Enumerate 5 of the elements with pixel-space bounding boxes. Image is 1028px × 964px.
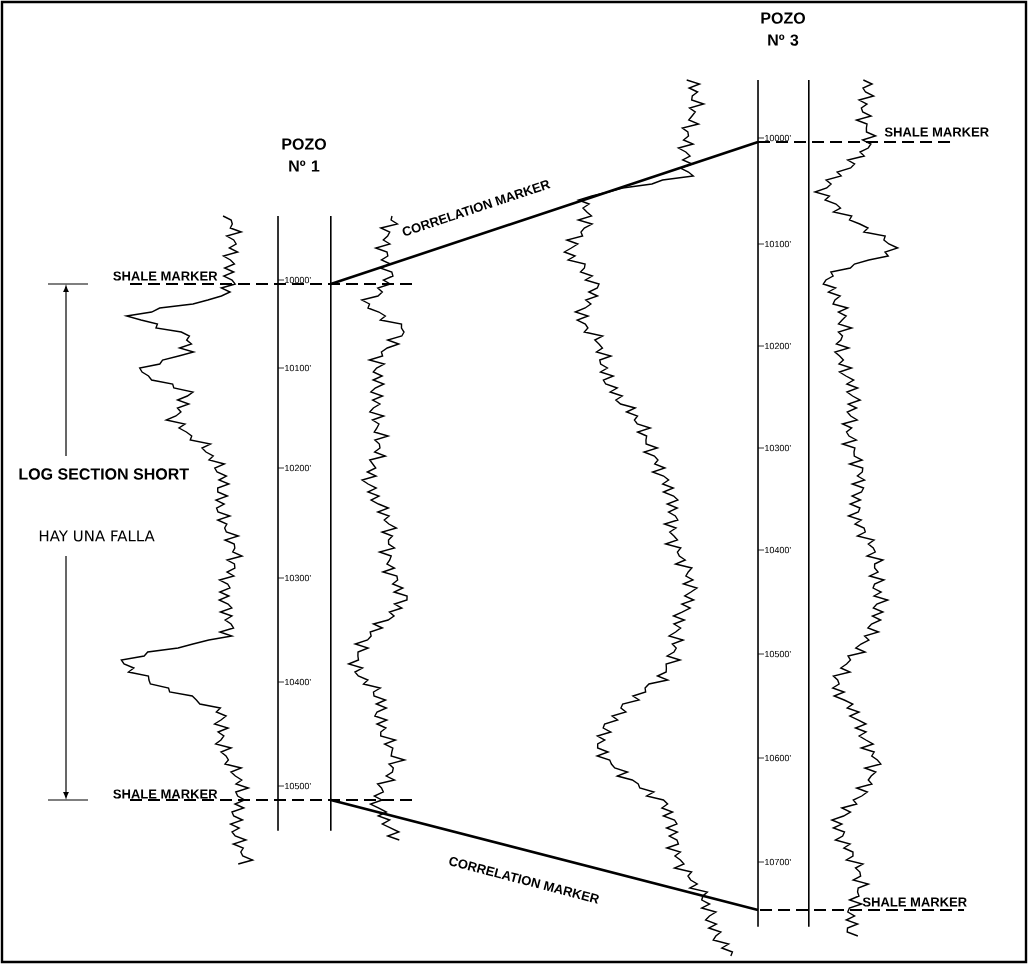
correlation-line: [330, 798, 759, 912]
correlation-line: [330, 140, 759, 286]
well-heading: POZO Nº 1: [282, 138, 326, 172]
section-label: LOG SECTION SHORT: [16, 466, 192, 482]
well-heading: POZO Nº 3: [761, 12, 805, 46]
